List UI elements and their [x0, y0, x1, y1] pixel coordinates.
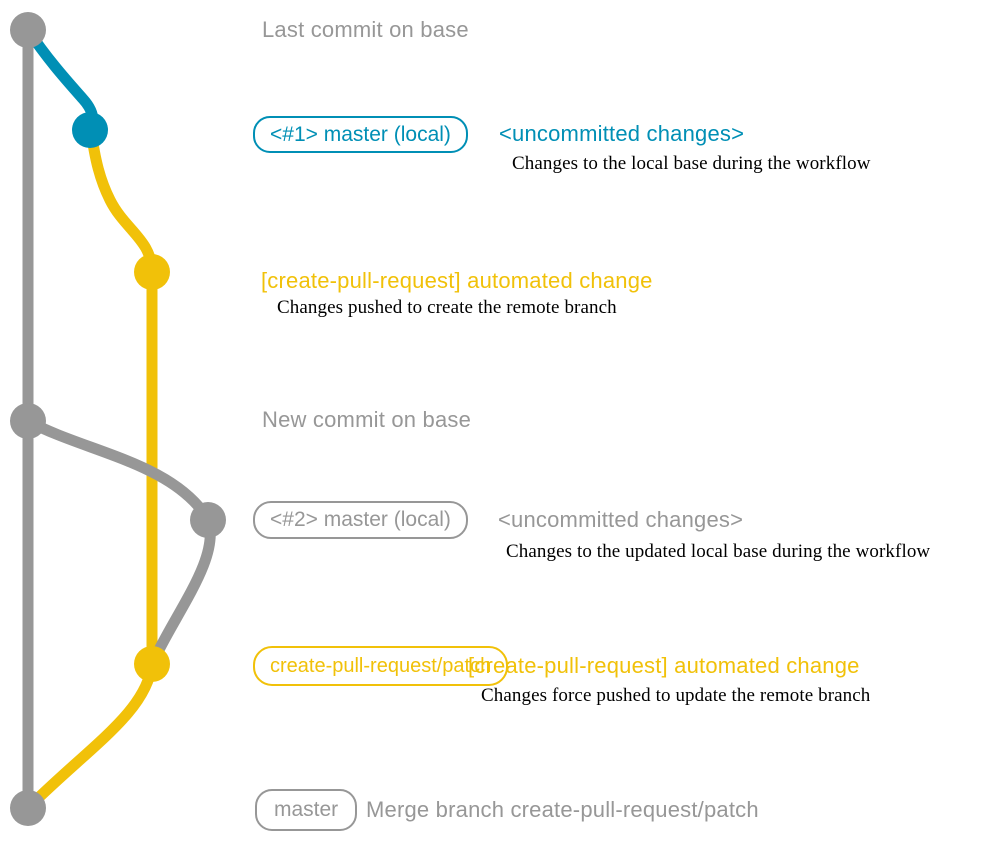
branch-badge-master: master	[255, 789, 358, 831]
note-uncommitted-changes-1: <uncommitted changes>	[499, 121, 745, 146]
commit-dot-automated-2	[134, 646, 170, 682]
commit-dot-uncommitted-1	[72, 112, 108, 148]
commit-dot-automated-1	[134, 254, 170, 290]
commit-dot-new-base	[10, 403, 46, 439]
note-uncommitted-changes-2: <uncommitted changes>	[498, 507, 744, 532]
branch-badge-create-pull-request-patch: create-pull-request/patch	[253, 646, 509, 686]
patch-branch-out-curve	[85, 129, 158, 273]
branch-badge-master-local-2: <#2> master (local)	[253, 501, 468, 539]
local-changes-2-in-curve	[148, 518, 216, 665]
commit-dot-last-base	[10, 12, 46, 48]
title-merge-branch: Merge branch create-pull-request/patch	[366, 797, 759, 822]
patch-merge-curve	[24, 663, 158, 812]
local-changes-2-out-curve	[25, 416, 213, 523]
commit-dot-uncommitted-2	[190, 502, 226, 538]
caption-last-commit-on-base: Last commit on base	[262, 17, 469, 42]
description-uncommitted-1: Changes to the local base during the wor…	[512, 153, 871, 174]
description-automated-2: Changes force pushed to update the remot…	[481, 685, 871, 706]
commit-dot-merge	[10, 790, 46, 826]
title-automated-change-1: [create-pull-request] automated change	[261, 268, 653, 293]
description-automated-1: Changes pushed to create the remote bran…	[277, 297, 617, 318]
description-uncommitted-2: Changes to the updated local base during…	[506, 541, 931, 562]
caption-new-commit-on-base: New commit on base	[262, 407, 472, 432]
commit-graph	[10, 12, 226, 826]
branch-badge-master-local-1: <#1> master (local)	[253, 116, 468, 153]
title-automated-change-2: [create-pull-request] automated change	[468, 653, 860, 678]
